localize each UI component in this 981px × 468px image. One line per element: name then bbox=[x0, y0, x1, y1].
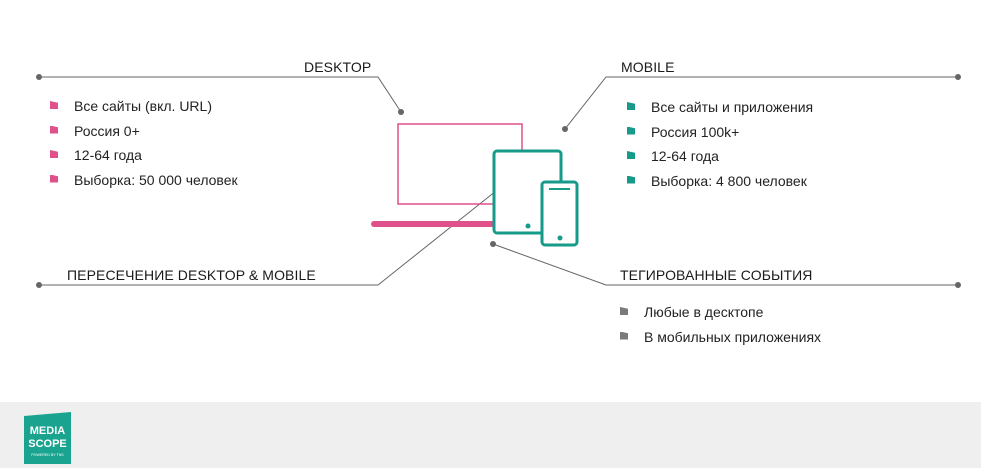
desktop-list: Все сайты (вкл. URL) Россия 0+ 12-64 год… bbox=[50, 97, 238, 195]
pink-bullet-icon bbox=[50, 125, 58, 134]
mobile-title: MOBILE bbox=[621, 59, 675, 75]
teal-bullet-icon bbox=[627, 102, 635, 110]
intersection-title: ПЕРЕСЕЧЕНИЕ DESKTOP & MOBILE bbox=[67, 267, 316, 283]
teal-bullet-icon bbox=[627, 151, 635, 159]
list-item: Выборка: 4 800 человек bbox=[627, 172, 813, 197]
gray-bullet-icon bbox=[620, 331, 628, 340]
pink-bullet-icon bbox=[50, 101, 58, 109]
list-item: Россия 0+ bbox=[50, 122, 238, 147]
mobile-list: Все сайты и приложения Россия 100k+ 12-6… bbox=[627, 98, 813, 196]
mediascope-logo: MEDIA SCOPE POWERED BY TNS bbox=[24, 412, 71, 464]
desktop-connector-end bbox=[36, 74, 42, 80]
desktop-connector bbox=[39, 76, 402, 113]
tagged-connector bbox=[492, 243, 958, 286]
list-item: 12-64 года bbox=[627, 147, 813, 172]
intersection-connector-end bbox=[36, 282, 42, 288]
desktop-connector-dot bbox=[398, 109, 404, 115]
list-item: Все сайты (вкл. URL) bbox=[50, 97, 238, 122]
mobile-connector-dot bbox=[562, 126, 568, 132]
teal-bullet-icon bbox=[627, 126, 635, 135]
tagged-events-list: Любые в десктопе В мобильных приложениях bbox=[620, 303, 821, 352]
tagged-connector-dot bbox=[490, 241, 496, 247]
mobile-connector-end bbox=[955, 74, 961, 80]
list-item: 12-64 года bbox=[50, 146, 238, 171]
diagram-canvas bbox=[36, 74, 961, 288]
gray-bullet-icon bbox=[620, 307, 628, 315]
list-item: Все сайты и приложения bbox=[627, 98, 813, 123]
list-item: Выборка: 50 000 человек bbox=[50, 171, 238, 196]
tagged-events-title: ТЕГИРОВАННЫЕ СОБЫТИЯ bbox=[620, 267, 813, 283]
list-item: Россия 100k+ bbox=[627, 123, 813, 148]
logo-tagline: POWERED BY TNS bbox=[31, 453, 64, 457]
list-item: В мобильных приложениях bbox=[620, 328, 821, 353]
pink-bullet-icon bbox=[50, 174, 58, 183]
pink-bullet-icon bbox=[50, 150, 58, 158]
logo-line1: MEDIA bbox=[30, 425, 66, 437]
mobile-connector bbox=[564, 76, 958, 130]
footer: MEDIA SCOPE POWERED BY TNS bbox=[0, 402, 981, 468]
smartphone-icon bbox=[540, 180, 579, 247]
list-item: Любые в десктопе bbox=[620, 303, 821, 328]
logo-line2: SCOPE bbox=[28, 438, 67, 450]
teal-bullet-icon bbox=[627, 175, 635, 184]
tagged-connector-end bbox=[955, 282, 961, 288]
intersection-connector bbox=[39, 182, 507, 286]
desktop-title: DESKTOP bbox=[304, 59, 372, 75]
